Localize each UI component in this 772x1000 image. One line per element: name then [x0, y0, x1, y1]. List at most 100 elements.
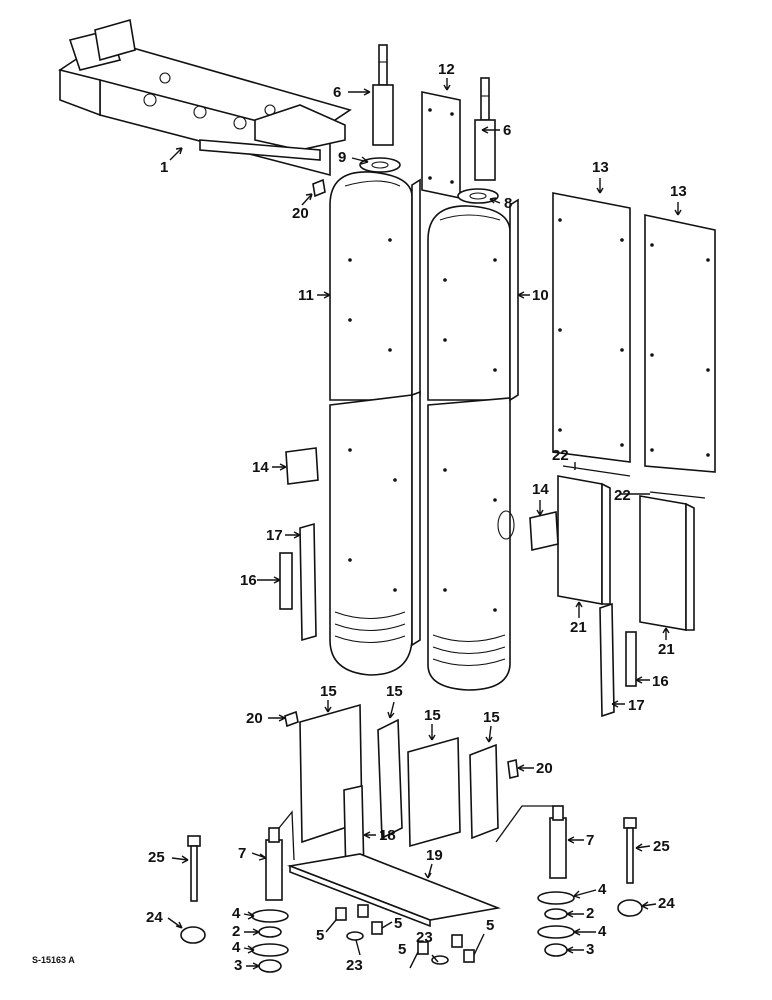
lower-panel-21-left — [557, 475, 603, 605]
spacer-5-e — [451, 934, 463, 948]
spacer-5-a — [335, 907, 347, 921]
post-7-left — [265, 827, 283, 901]
callout-13-left: 13 — [592, 159, 609, 176]
plate-14-right — [529, 511, 559, 551]
callout-6-left: 6 — [333, 84, 341, 101]
callout-13-right: 13 — [670, 183, 687, 200]
washer-4-right-top — [537, 891, 575, 905]
callout-4-left-bottom: 4 — [232, 939, 241, 956]
cover-plate-12 — [421, 91, 461, 199]
nut-3-right — [544, 943, 568, 957]
callout-17-left: 17 — [266, 527, 283, 544]
rod-22-left — [562, 465, 631, 477]
callout-25-left: 25 — [148, 849, 165, 866]
lower-panel-21-right — [639, 495, 687, 631]
bearing-flange-9 — [359, 157, 401, 173]
callout-6-right: 6 — [503, 122, 511, 139]
side-panel-13-left — [552, 192, 631, 463]
strip-16-left — [279, 552, 293, 610]
side-panel-13-right — [644, 214, 716, 473]
column-tube-10 — [427, 198, 519, 691]
callout-4-left-top: 4 — [232, 905, 241, 922]
clip-20-mid — [284, 710, 299, 728]
callout-23-left: 23 — [346, 957, 363, 974]
callout-18: 18 — [379, 827, 396, 844]
washer-23-left — [346, 931, 364, 941]
lower-panel-21-right-edge — [685, 502, 695, 631]
plate-14-left — [285, 447, 319, 485]
callout-22-left: 22 — [552, 447, 569, 464]
callout-5-b: 5 — [394, 915, 402, 932]
nut-24-left — [180, 926, 206, 944]
callout-labels: 1 6 12 6 9 8 20 11 10 13 13 14 14 22 22 … — [146, 61, 687, 974]
nut-3-left — [258, 959, 282, 973]
callout-3-left: 3 — [234, 957, 242, 974]
lower-panel-21-left-edge — [601, 482, 611, 605]
callout-21-left: 21 — [570, 619, 587, 636]
callout-8: 8 — [504, 195, 512, 212]
strip-16-right — [625, 631, 637, 687]
callout-5-d: 5 — [486, 917, 494, 934]
callout-1: 1 — [160, 159, 168, 176]
washer-4-right-bottom — [537, 925, 575, 939]
callout-20-mid: 20 — [246, 710, 263, 727]
washer-23-right — [431, 955, 449, 965]
post-7-right — [549, 805, 567, 879]
callout-24-right: 24 — [658, 895, 675, 912]
callout-15-1: 15 — [320, 683, 337, 700]
callout-20-right: 20 — [536, 760, 553, 777]
washer-4-left-bottom — [251, 943, 289, 957]
callout-12: 12 — [438, 61, 455, 78]
leader-lines — [167, 78, 682, 970]
callout-7-left: 7 — [238, 845, 246, 862]
bearing-flange-8 — [457, 188, 499, 204]
callout-23-right: 23 — [416, 929, 433, 946]
nut-24-right — [617, 899, 643, 917]
callout-16-right: 16 — [652, 673, 669, 690]
clip-20-top — [312, 178, 326, 198]
spacer-5-b — [357, 904, 369, 918]
callout-15-3: 15 — [424, 707, 441, 724]
callout-14-right: 14 — [532, 481, 549, 498]
callout-3-right: 3 — [586, 941, 594, 958]
callout-7-right: 7 — [586, 832, 594, 849]
rod-22-right — [649, 491, 706, 499]
strip-17-left — [299, 522, 317, 642]
callout-10: 10 — [532, 287, 549, 304]
frame-part — [58, 18, 352, 177]
callout-15-2: 15 — [386, 683, 403, 700]
bolt-25-right — [623, 817, 637, 884]
callout-5-a: 5 — [316, 927, 324, 944]
spacer-5-f — [463, 949, 475, 963]
callout-9: 9 — [338, 149, 346, 166]
callout-19: 19 — [426, 847, 443, 864]
callout-11: 11 — [298, 287, 314, 304]
clip-20-right — [507, 759, 519, 779]
callout-14-left: 14 — [252, 459, 269, 476]
shield-15-4 — [469, 743, 499, 840]
spacer-2-right — [544, 908, 568, 920]
column-tube-11 — [329, 171, 421, 676]
shaft-part-right — [474, 77, 496, 181]
washer-4-left-top — [251, 909, 289, 923]
callout-21-right: 21 — [658, 641, 675, 658]
callout-15-4: 15 — [483, 709, 500, 726]
shaft-part-left — [372, 44, 394, 146]
strip-17-right — [599, 602, 615, 718]
callout-2-left: 2 — [232, 923, 240, 940]
callout-5-c: 5 — [398, 941, 406, 958]
spacer-5-d — [417, 941, 429, 955]
callout-20-top: 20 — [292, 205, 309, 222]
spacer-5-c — [371, 921, 383, 935]
drawing-code: S-15163 A — [32, 955, 75, 965]
spacer-2-left — [258, 926, 282, 938]
callout-24-left: 24 — [146, 909, 163, 926]
shield-15-2 — [377, 718, 403, 840]
callout-22-right: 22 — [614, 487, 631, 504]
callout-17-right: 17 — [628, 697, 645, 714]
shield-15-3 — [407, 736, 461, 848]
bolt-25-left — [187, 835, 201, 902]
callout-25-right: 25 — [653, 838, 670, 855]
